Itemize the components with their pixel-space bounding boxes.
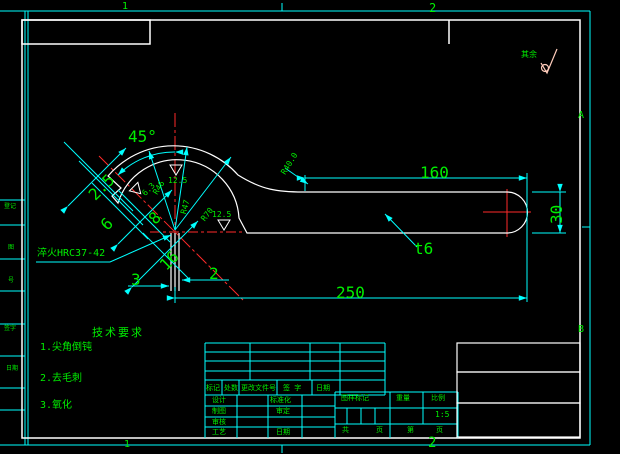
dim-160: 160 [420,163,449,182]
angle-dim: 45° [128,127,157,146]
wrench-profile [107,145,529,234]
tb-draw: 制图 [212,407,226,415]
zone-right-a: A [578,110,585,121]
rest-finish-label: 其余 [521,50,537,59]
zone-top-2: 2 [429,1,437,15]
tb-scale-value: 1:5 [435,410,450,419]
dim-2: 2 [209,264,219,283]
heat-treatment-label: 淬火HRC37-42 [37,248,106,259]
center-lines [98,113,531,301]
zone-bottom-2: 2 [428,435,437,451]
tb-scale-label: 比例 [431,394,445,402]
tb-rev-docno: 更改文件号 [241,384,276,392]
strip-drawing: 图 [8,244,15,251]
tb-total-label: 共 [342,426,349,434]
tech-req-item-3: 3.氧化 [40,400,73,411]
tb-approve-check: 审定 [276,407,290,415]
strip-date: 日期 [6,365,19,372]
dim-3: 3 [131,270,141,289]
strip-number: 号 [8,277,15,284]
tb-rev-mark: 标记 [206,384,220,392]
tb-design: 设计 [212,396,226,404]
zone-bottom-1: 1 [124,439,131,450]
tb-standardize: 标准化 [270,396,291,404]
tb-total-pages: 页 [376,426,383,434]
surface-finish-check-icon [540,48,558,75]
sheet-border [0,3,591,453]
title-block-name-boxes [456,342,581,438]
roughness-12-5-b: 12.5 [212,210,232,219]
zone-right-b: B [578,324,585,335]
dimension-lines [36,141,566,303]
strip-register: 登记 [4,203,17,210]
tech-req-item-2: 2.去毛刺 [40,373,83,384]
title-block-grid [204,342,459,438]
tb-weight: 重量 [396,394,410,402]
inner-frame [21,19,581,439]
left-strip-grid [0,199,25,411]
strip-sign: 签字 [4,325,17,332]
tech-req-item-1: 1.尖角倒钝 [40,342,93,353]
tech-req-title: 技术要求 [92,326,144,339]
tb-drawing-mark: 图样标记 [341,394,369,402]
dim-30: 30 [547,204,566,224]
dim-250: 250 [336,283,365,302]
tb-date2: 日期 [276,428,290,436]
tb-page-label: 第 [407,426,414,434]
roughness-12-5-a: 12.5 [168,176,188,185]
tb-review: 审核 [212,418,226,426]
tb-process: 工艺 [212,428,226,436]
thickness-label: t6 [414,239,434,258]
tb-rev-date: 日期 [316,384,330,392]
tb-page-no: 页 [436,426,443,434]
tb-rev-sign: 签 字 [283,384,302,392]
tb-rev-count: 处数 [224,384,238,392]
roughness-symbols [128,164,231,231]
zone-top-1: 1 [122,1,129,12]
